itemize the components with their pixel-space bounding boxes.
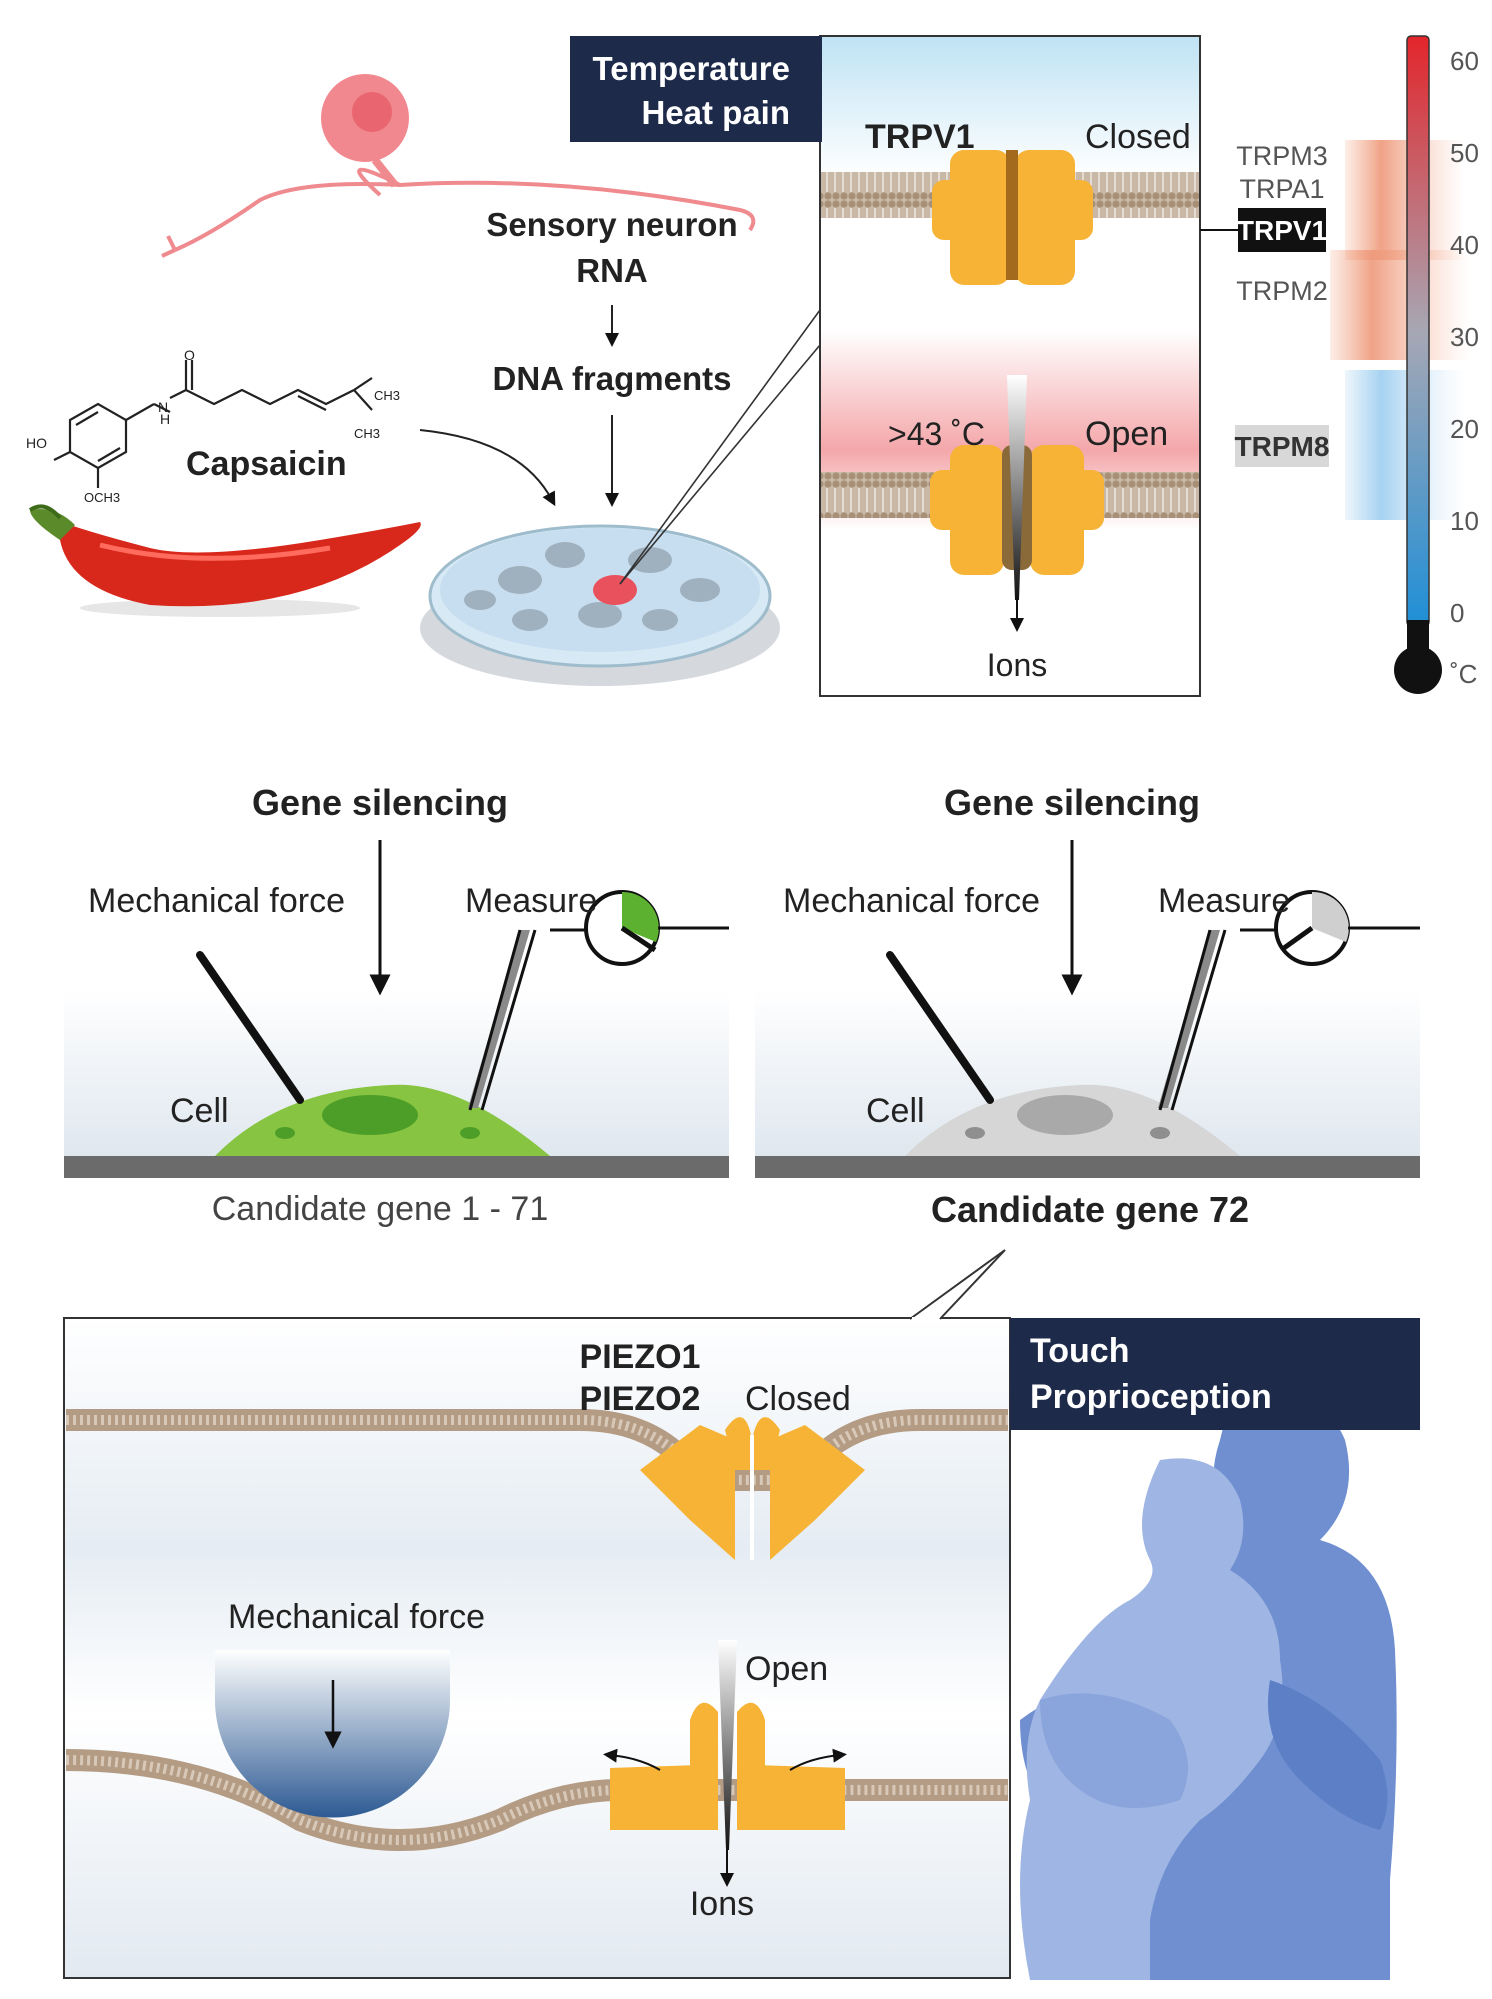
chem-ho-label: HO xyxy=(26,435,47,451)
thermo-label-trpm8-box xyxy=(1235,425,1329,467)
thermo-label-trpv1: TRPV1 xyxy=(1237,215,1327,246)
measure-label-right: Measure xyxy=(1158,882,1290,920)
silencing-panel-left xyxy=(64,890,729,1178)
temperature-tag-line2: Heat pain xyxy=(641,94,790,131)
gene-silencing-label-left: Gene silencing xyxy=(252,782,508,823)
touch-tag-line2: Proprioception xyxy=(1030,1378,1272,1416)
piezo-panel xyxy=(63,1249,1011,1979)
capsaicin-label: Capsaicin xyxy=(186,445,347,483)
thermometer-tick-label: 60 xyxy=(1450,46,1479,76)
thermometer-tick-label: 10 xyxy=(1450,506,1479,536)
chili-pepper-illustration xyxy=(28,504,421,617)
candidate-label-left: Candidate gene 1 - 71 xyxy=(212,1190,548,1228)
chem-ch3-label-a: CH3 xyxy=(374,388,400,403)
thermo-label-trpa1: TRPA1 xyxy=(1239,174,1324,204)
chem-o-label: O xyxy=(184,347,195,363)
temperature-tag xyxy=(570,36,822,142)
thermo-label-trpm2: TRPM2 xyxy=(1236,276,1328,306)
piezo-closed-label: Closed xyxy=(745,1380,851,1418)
piezo-open-label: Open xyxy=(745,1650,828,1688)
thermometer-tick-label: 50 xyxy=(1450,138,1479,168)
thermometer-tick-label: 0 xyxy=(1450,598,1464,628)
petri-dish-illustration xyxy=(420,524,780,686)
thermometer-tick-label: 30 xyxy=(1450,322,1479,352)
mechanical-force-label-left: Mechanical force xyxy=(88,882,345,920)
capsaicin-chem-labels: O N H HO OCH3 CH3 CH3 xyxy=(26,347,400,505)
chem-h-label: H xyxy=(160,411,170,427)
piezo2-label: PIEZO2 xyxy=(580,1380,701,1418)
temperature-tag-line1: Temperature xyxy=(593,50,790,87)
measure-label-left: Measure xyxy=(465,882,597,920)
trpv1-channel-label: TRPV1 xyxy=(865,118,975,156)
chem-ch3-label-b: CH3 xyxy=(354,426,380,441)
capsaicin-arrow xyxy=(419,429,556,507)
gene-silencing-label-right: Gene silencing xyxy=(944,782,1200,823)
thermometer-tick-label: 20 xyxy=(1450,414,1479,444)
trpv1-ions-label: Ions xyxy=(987,647,1047,683)
thermo-channel-labels: TRPM3 TRPA1 TRPV1 TRPM2 TRPM8 xyxy=(1235,141,1330,467)
thermo-sensitivity-bands xyxy=(1330,140,1470,520)
dna-fragments-label: DNA fragments xyxy=(493,360,732,397)
thermometer-tick-label: 40 xyxy=(1450,230,1479,260)
thermometer-tick-group: 60 50 40 30 20 10 0 xyxy=(1450,46,1479,628)
chem-n-label: N xyxy=(158,399,168,415)
bottom-mechanical-force-label: Mechanical force xyxy=(228,1598,485,1636)
silencing-panel-right xyxy=(755,890,1420,1178)
thermo-label-trpv1-box xyxy=(1238,208,1326,252)
callout-line-a xyxy=(619,309,821,585)
trpv1-panel xyxy=(819,35,1201,697)
rna-label: RNA xyxy=(576,252,648,289)
trpv1-open-channel xyxy=(930,375,1104,632)
sensory-neuron-illustration xyxy=(161,74,756,258)
cell-label-left: Cell xyxy=(170,1092,229,1130)
mechanical-force-label-right: Mechanical force xyxy=(783,882,1040,920)
sensory-neuron-label: Sensory neuron xyxy=(486,206,737,243)
thermometer-unit: ˚C xyxy=(1450,659,1477,689)
trpv1-closed-label: Closed xyxy=(1085,118,1191,156)
callout-line-b xyxy=(619,344,821,585)
temperature-threshold-label: >43 ˚C xyxy=(888,416,985,452)
touch-tag xyxy=(1010,1318,1420,1430)
piezo1-label: PIEZO1 xyxy=(580,1338,701,1376)
thermo-label-trpm3: TRPM3 xyxy=(1236,141,1328,171)
thermo-label-trpm8: TRPM8 xyxy=(1235,431,1330,462)
trpv1-open-label: Open xyxy=(1085,415,1168,453)
trpv1-closed-channel xyxy=(932,150,1093,285)
thermometer xyxy=(1394,35,1442,694)
chem-och3-label: OCH3 xyxy=(84,490,120,505)
hugging-silhouette xyxy=(1020,1395,1397,1980)
candidate-label-right: Candidate gene 72 xyxy=(931,1189,1249,1230)
cell-label-right: Cell xyxy=(866,1092,925,1130)
capsaicin-structure xyxy=(53,360,373,488)
piezo-ions-label: Ions xyxy=(690,1885,754,1923)
touch-tag-line1: Touch xyxy=(1030,1332,1129,1370)
